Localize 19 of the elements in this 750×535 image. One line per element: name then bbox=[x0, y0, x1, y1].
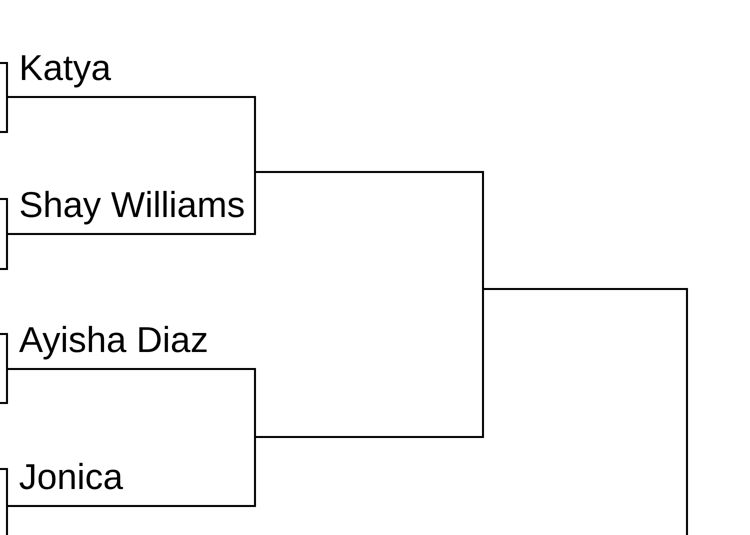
bracket-line bbox=[0, 333, 8, 370]
player-name: Katya bbox=[18, 48, 112, 88]
bracket-line bbox=[254, 368, 256, 438]
bracket-line bbox=[0, 198, 8, 235]
bracket-line bbox=[254, 96, 256, 173]
bracket-line bbox=[0, 62, 8, 98]
bracket-line bbox=[0, 233, 8, 270]
bracket-line bbox=[482, 288, 484, 438]
bracket-line bbox=[254, 436, 256, 507]
bracket-line bbox=[6, 505, 8, 535]
player-name: Ayisha Diaz bbox=[18, 320, 210, 360]
player-name: Shay Williams bbox=[18, 185, 246, 225]
bracket-line bbox=[0, 368, 8, 404]
bracket-line bbox=[0, 468, 8, 507]
player-name: Jonica bbox=[18, 457, 124, 497]
bracket-line bbox=[482, 171, 484, 290]
bracket-line bbox=[0, 96, 8, 133]
bracket-line bbox=[686, 288, 688, 535]
bracket-line bbox=[254, 171, 256, 235]
